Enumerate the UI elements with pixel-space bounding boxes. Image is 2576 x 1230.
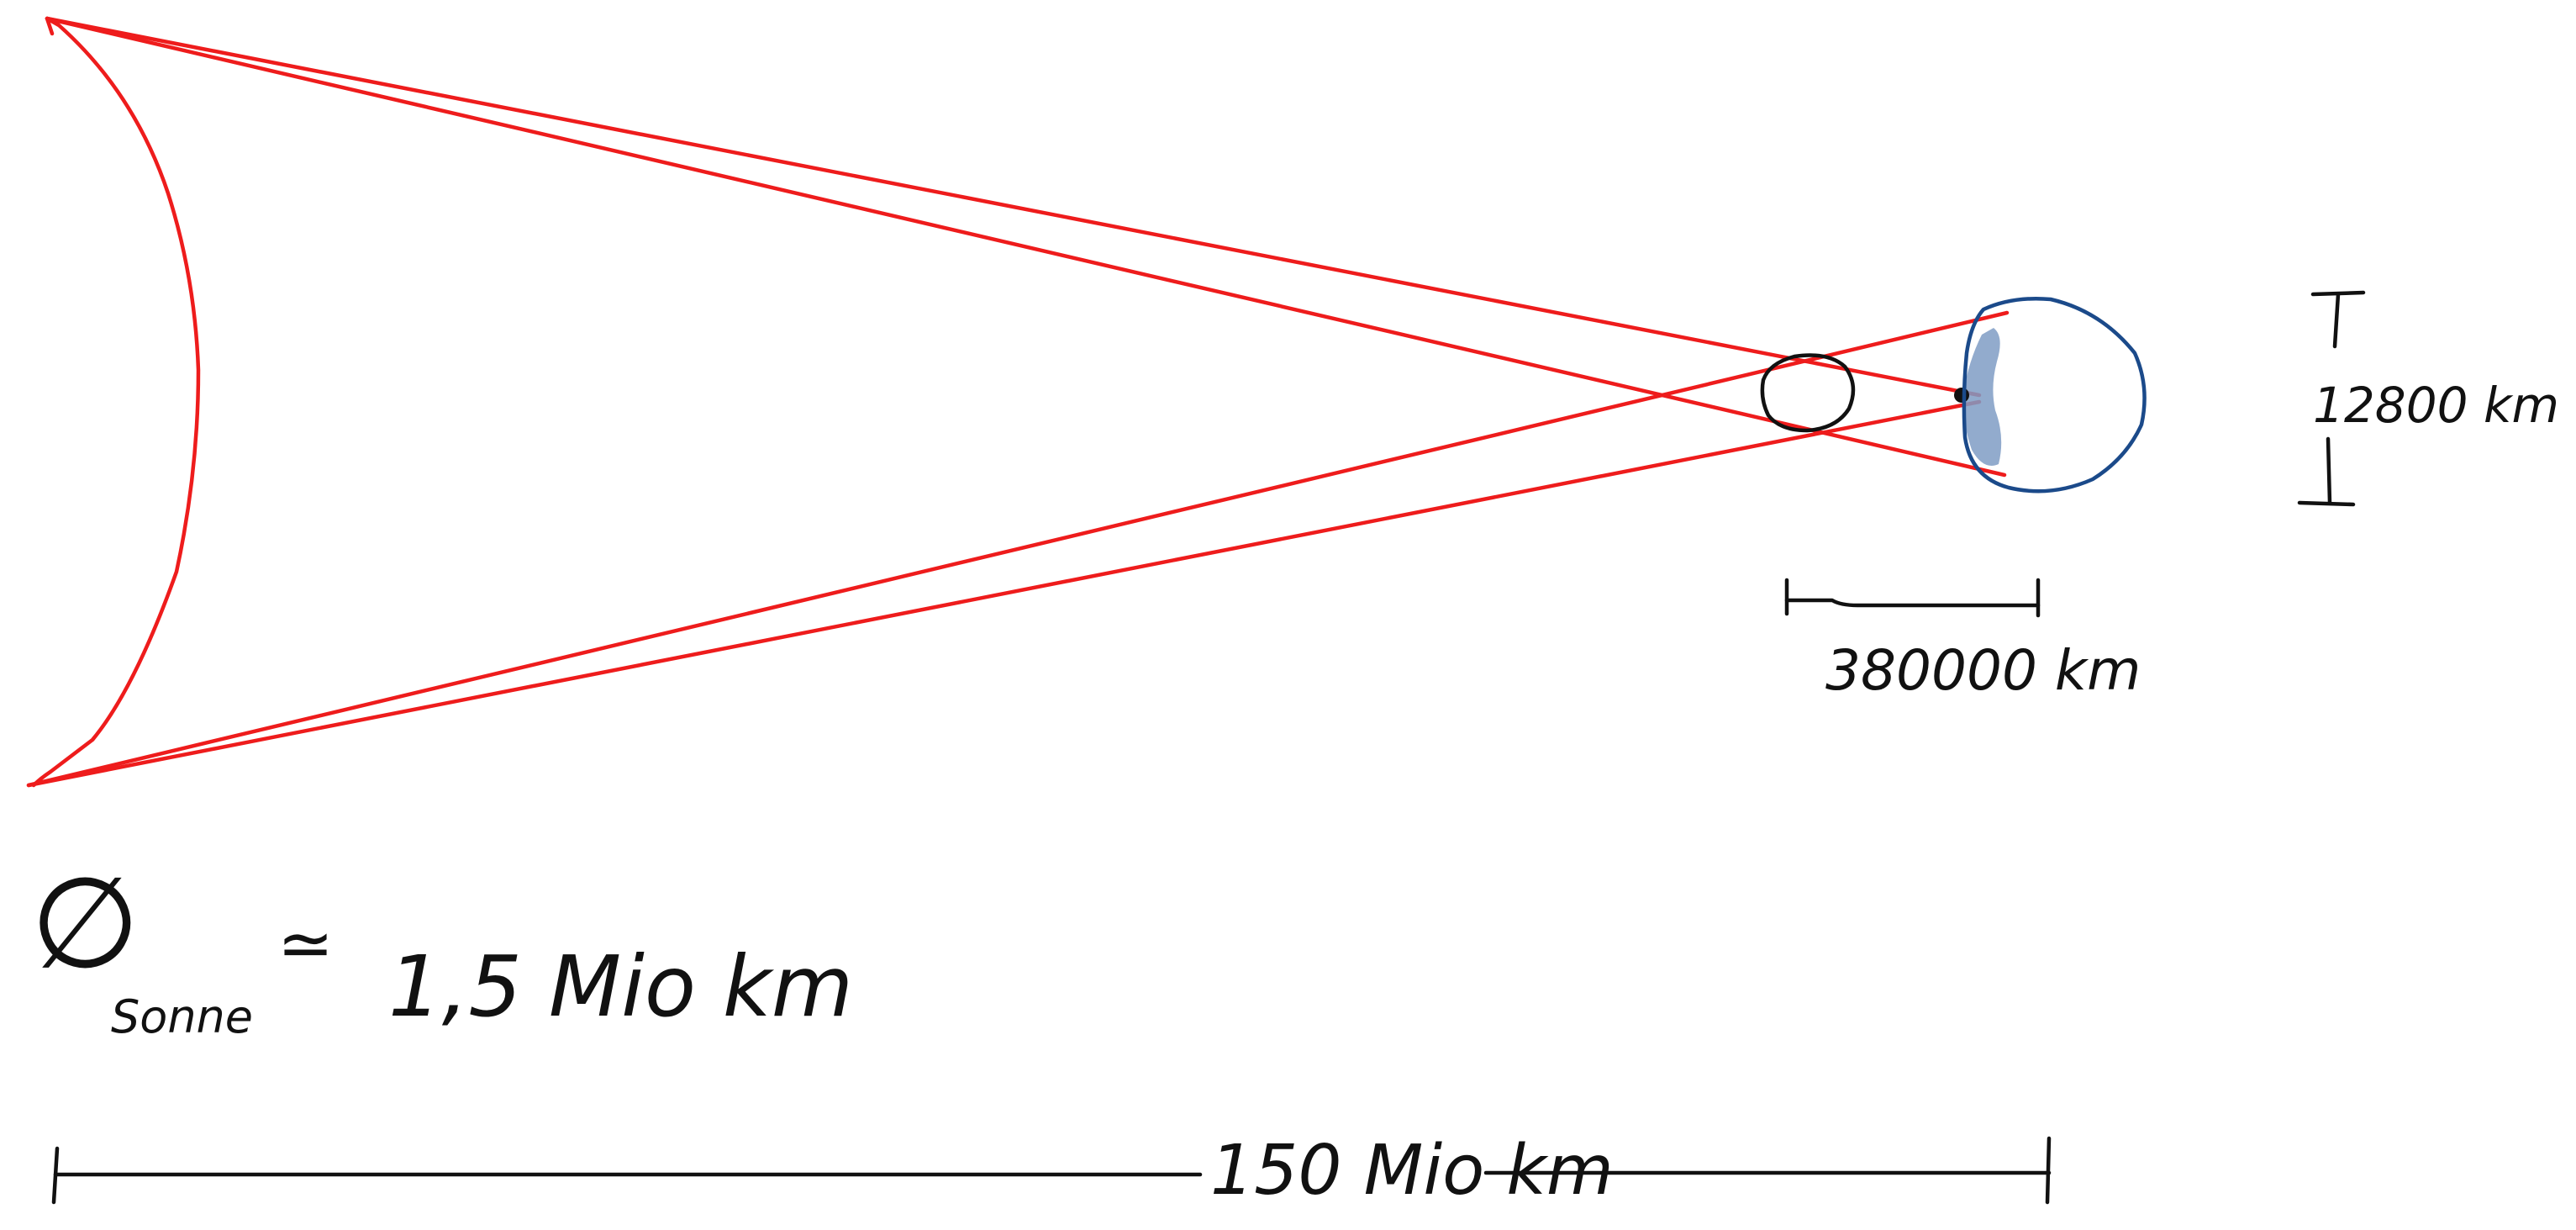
- earth-moon-distance-label: 380000 km: [1825, 638, 2141, 703]
- sun-limb-tip-top: [45, 16, 55, 36]
- ray-bottom-to-earth-center: [26, 399, 1982, 788]
- ray-top-to-earth-bottom: [45, 16, 2007, 478]
- diameter-symbol: ∅: [30, 851, 140, 997]
- sun-earth-distance-label: 150 Mio km: [1210, 1131, 1614, 1211]
- ray-top-to-earth-center: [45, 16, 1982, 398]
- sun-diameter-value: 1,5 Mio km: [388, 937, 853, 1036]
- umbra-point: [1954, 388, 1969, 403]
- earth-scale-bottom-cap: [2297, 500, 2356, 507]
- moon-outline: [1760, 353, 1856, 433]
- earth-moon-scale-line: [1784, 598, 2041, 608]
- earth-outline: [1962, 296, 2147, 494]
- ray-bottom-to-earth-top: [26, 310, 2010, 788]
- earth-scale-bottom-stem: [2326, 436, 2332, 505]
- earth-diameter-label: 12800 km: [2313, 377, 2559, 434]
- sun-earth-scale-right-cap: [2045, 1136, 2052, 1205]
- sun-limb: [31, 16, 201, 788]
- earth-scale-top-stem: [2332, 292, 2341, 349]
- shadow-region: [1962, 328, 2002, 466]
- sun-subscript: Sonne: [111, 990, 253, 1043]
- approx-symbol: ≃: [277, 905, 334, 983]
